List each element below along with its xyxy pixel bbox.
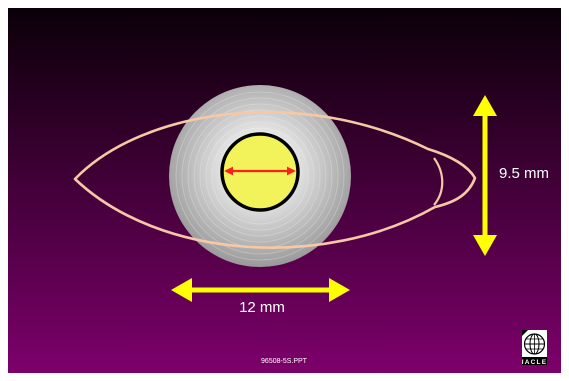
- eye-outline: [73, 110, 477, 249]
- width-label: 12 mm: [239, 299, 285, 316]
- height-dimension-arrow: [473, 95, 497, 256]
- slide: 9.5 mm 12 mm 96508-5S.PPT IACLE: [8, 8, 561, 373]
- caruncle-line: [433, 157, 444, 206]
- eye-diagram: 9.5 mm 12 mm 96508-5S.PPT IACLE: [8, 8, 561, 373]
- height-label: 9.5 mm: [499, 165, 549, 182]
- iacle-logo: IACLE: [522, 330, 548, 366]
- logo-text: IACLE: [522, 359, 548, 366]
- globe-icon: [522, 330, 546, 355]
- width-dimension-arrow: [171, 278, 350, 302]
- footer-filename: 96508-5S.PPT: [261, 358, 308, 365]
